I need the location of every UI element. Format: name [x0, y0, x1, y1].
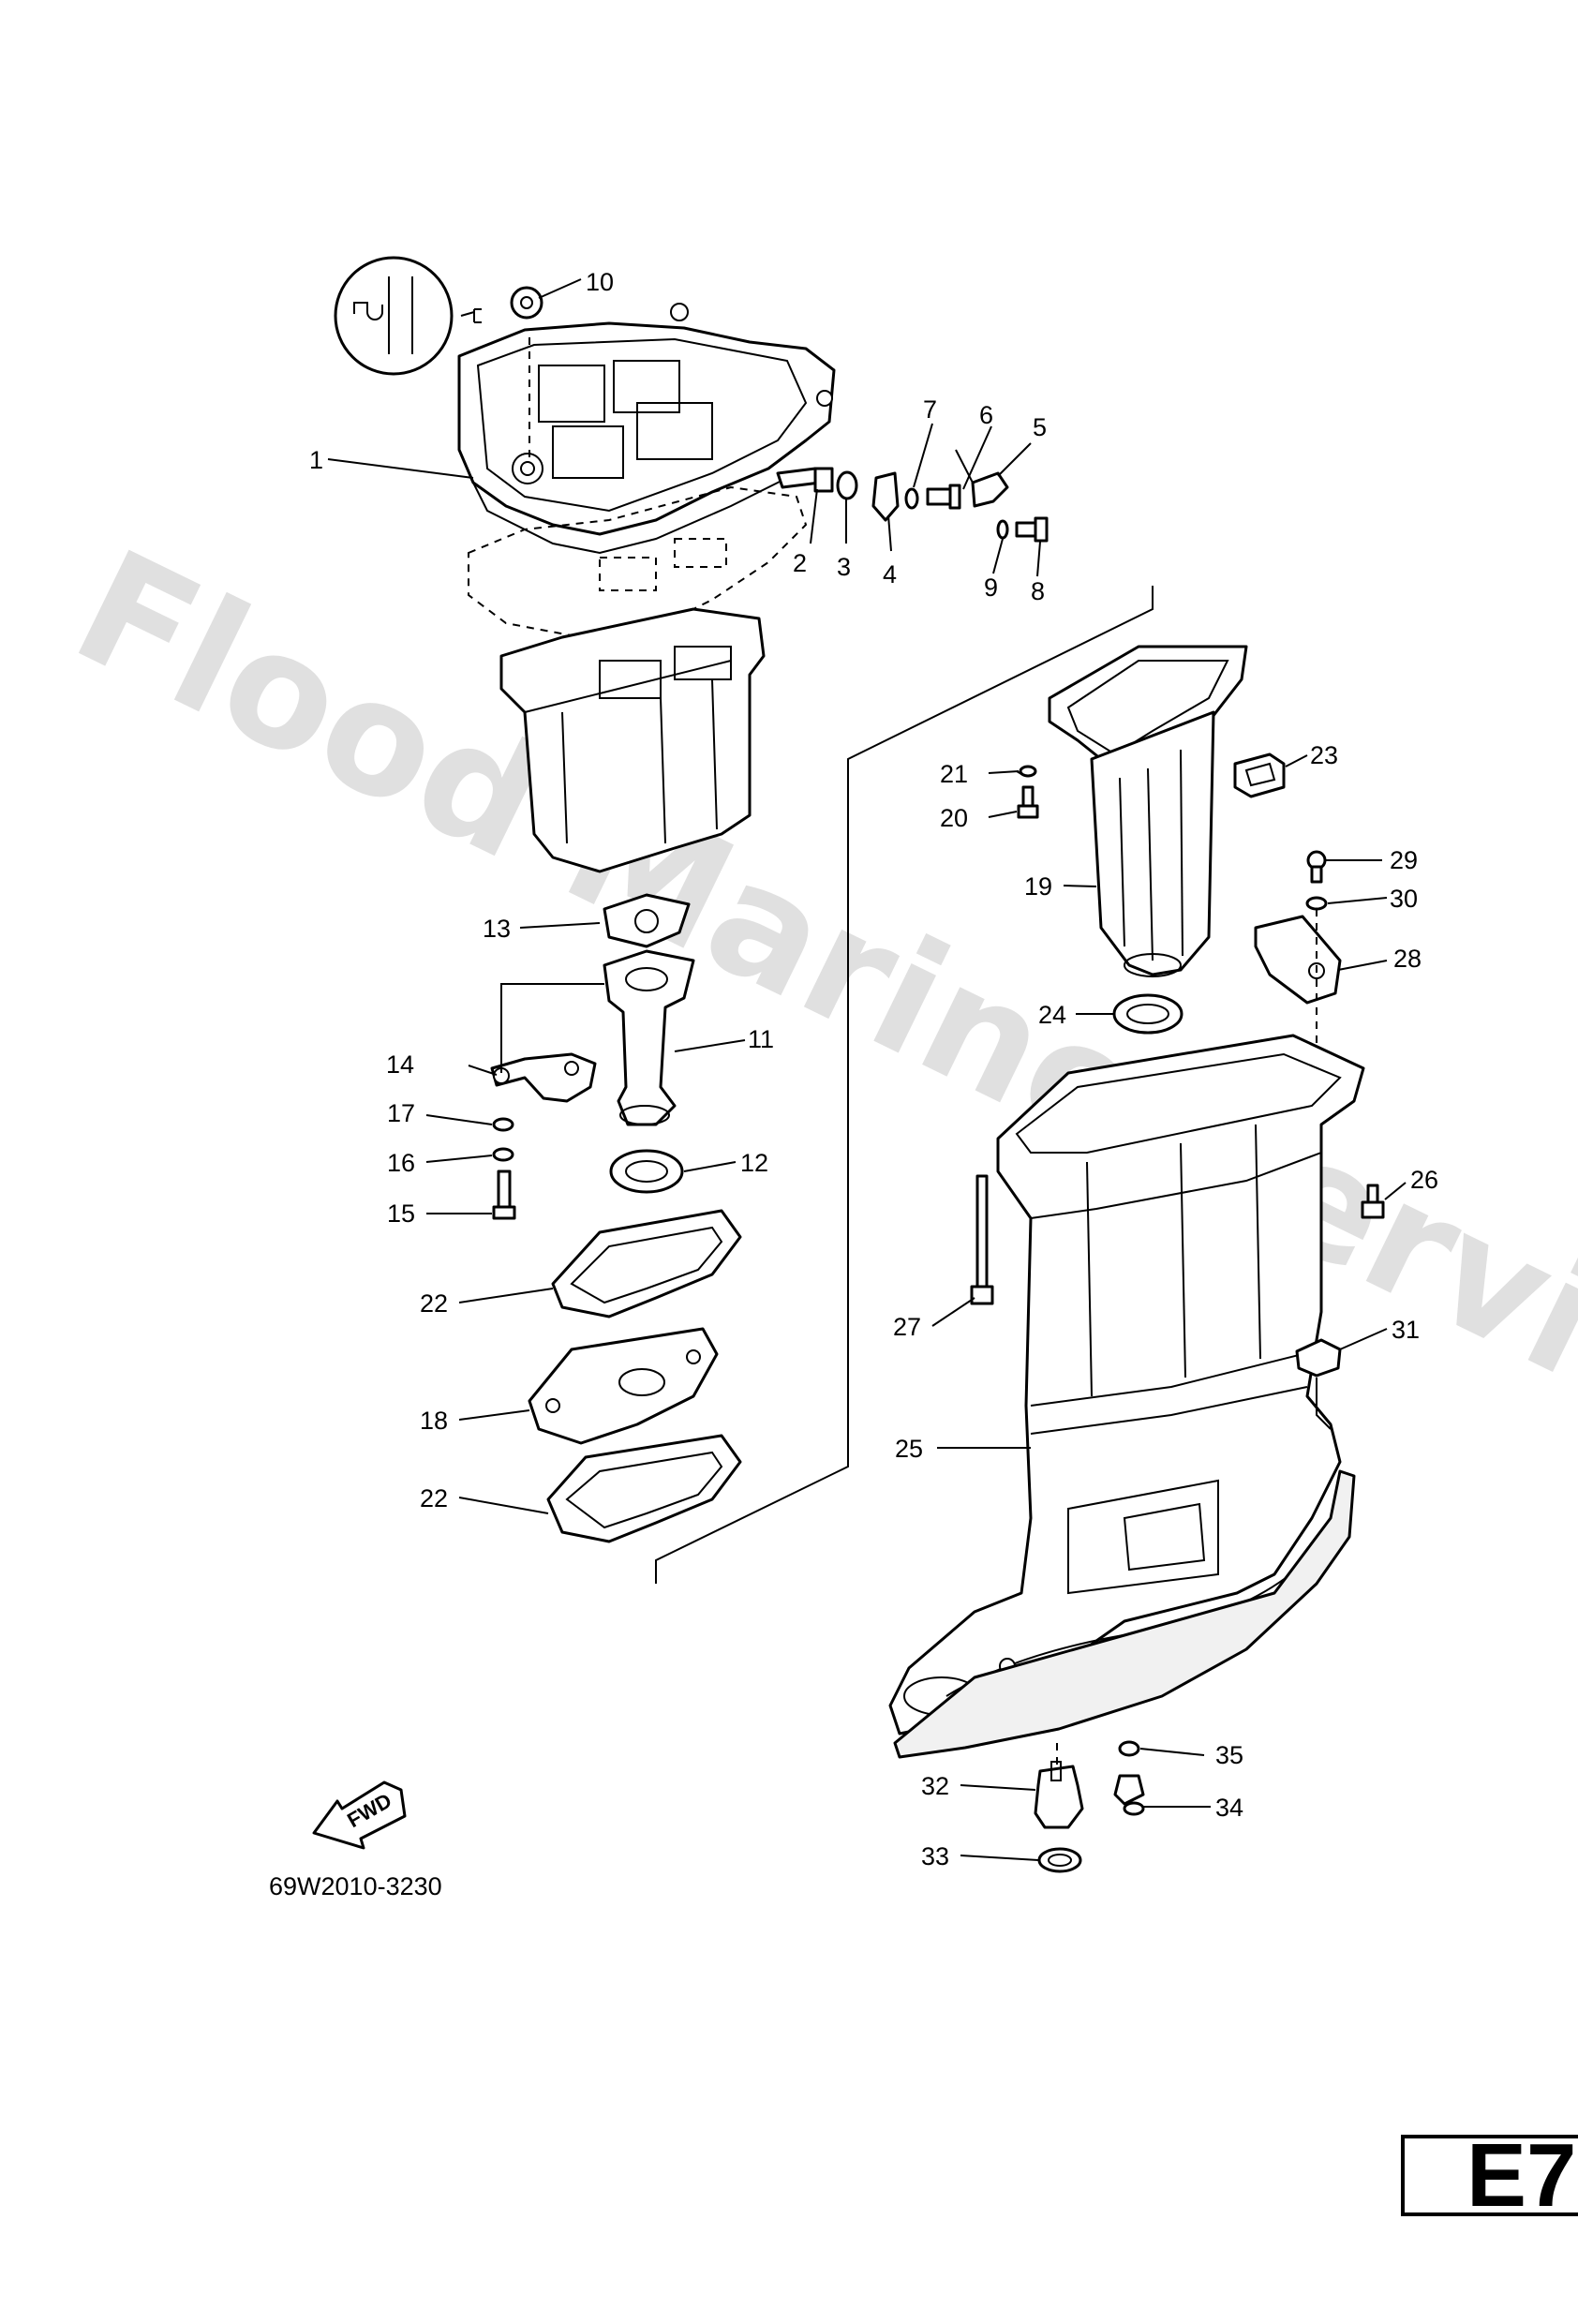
callout-24: 24 [1038, 1001, 1066, 1029]
grommet-24 [1112, 993, 1184, 1035]
oil-seal [609, 1149, 684, 1194]
callout-17: 17 [387, 1099, 415, 1127]
cavitation-plate [893, 1469, 1356, 1759]
callout-2: 2 [793, 549, 807, 577]
forward-arrow: FWD [312, 1780, 407, 1850]
callout-7: 7 [923, 395, 937, 424]
callout-33: 33 [921, 1842, 949, 1870]
callout-15: 15 [387, 1199, 415, 1228]
callout-10: 10 [586, 268, 614, 296]
bracket-assembly [490, 983, 604, 1220]
callout-13: 13 [483, 915, 511, 943]
callout-32: 32 [921, 1772, 949, 1800]
section-code: E7 [1466, 2125, 1576, 2226]
callout-30: 30 [1390, 885, 1418, 913]
callout-8: 8 [1031, 577, 1045, 605]
bolt-27 [970, 1174, 994, 1305]
lower-fittings [1034, 1740, 1145, 1873]
upper-casing [457, 303, 836, 555]
callout-29: 29 [1390, 846, 1418, 874]
callout-22-upper: 22 [420, 1289, 448, 1318]
group-bracket [655, 586, 1154, 1584]
callout-31: 31 [1392, 1316, 1420, 1344]
oil-pan [499, 607, 766, 873]
anode-31 [1295, 1338, 1342, 1430]
gasket-22-upper [551, 1209, 742, 1318]
callout-28: 28 [1393, 945, 1422, 973]
callout-11: 11 [748, 1025, 774, 1053]
exhaust-guide [1048, 645, 1248, 977]
watermark: Flood Marine Services [49, 515, 1578, 1541]
bolt-20-21 [1017, 765, 1039, 819]
callout-27: 27 [893, 1313, 921, 1341]
leader-lines [327, 278, 1407, 1861]
seal-23 [1233, 752, 1286, 798]
reference-code: 69W2010-3230 [269, 1872, 442, 1900]
callout-16: 16 [387, 1149, 415, 1177]
callout-labels: 1 2 3 4 5 6 7 8 9 10 11 12 13 14 15 16 1… [309, 268, 1438, 1870]
gasket-22-lower [546, 1434, 742, 1543]
callout-21: 21 [940, 760, 968, 788]
callout-9: 9 [984, 574, 998, 602]
trim-fittings [510, 286, 1049, 543]
watermark-text: Flood Marine Services [49, 515, 1578, 1541]
driveshaft-housing [888, 1034, 1365, 1736]
gasket-13 [603, 893, 691, 948]
callout-20: 20 [940, 804, 968, 832]
callout-19: 19 [1024, 872, 1052, 901]
exhaust-pipe [603, 949, 695, 1126]
callout-22-lower: 22 [420, 1484, 448, 1512]
bolt-26 [1361, 1184, 1385, 1219]
callout-4: 4 [883, 560, 897, 588]
callout-25: 25 [895, 1435, 923, 1463]
callout-23: 23 [1310, 741, 1338, 769]
callout-5: 5 [1033, 413, 1047, 441]
detail-inset [334, 256, 482, 376]
callout-26: 26 [1410, 1166, 1438, 1194]
callout-35: 35 [1215, 1741, 1243, 1769]
plate-28-assembly [1254, 850, 1342, 1087]
callout-18: 18 [420, 1407, 448, 1435]
callout-1: 1 [309, 446, 323, 474]
callout-12: 12 [740, 1149, 768, 1177]
callout-14: 14 [386, 1050, 414, 1079]
plate-18 [528, 1327, 719, 1445]
section-badge: E7 [1401, 2125, 1578, 2226]
callout-3: 3 [837, 553, 851, 581]
callout-6: 6 [979, 401, 993, 429]
callout-34: 34 [1215, 1794, 1243, 1822]
